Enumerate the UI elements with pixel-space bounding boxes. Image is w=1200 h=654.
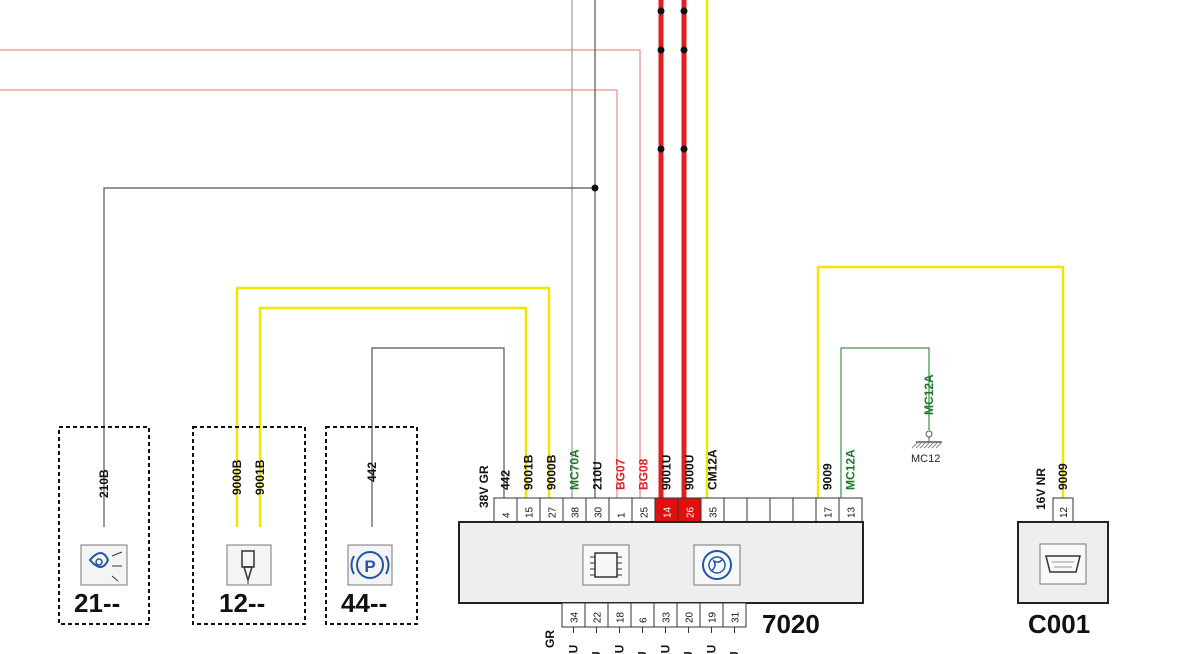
wire-442	[371, 347, 505, 527]
pin-number: 38	[571, 506, 582, 518]
pin-number: 25	[640, 506, 651, 518]
component-id: 21--	[74, 588, 120, 618]
pin-number: 15	[525, 506, 536, 518]
wire-bg07	[0, 89, 618, 498]
junction-dot	[680, 145, 688, 153]
pin-number: 31	[731, 611, 742, 623]
junction-dot	[657, 7, 665, 15]
component-44-outline	[325, 426, 418, 625]
wire-9009	[816, 265, 1065, 498]
wire-label-210b: 210B	[97, 469, 111, 498]
ecu-bottom-connector-label: GR	[543, 630, 557, 648]
pin-cell	[746, 497, 771, 523]
pin-number: 6	[639, 617, 650, 623]
ecu-top-connector-label: 38V GR	[477, 465, 491, 508]
wire-label: U	[590, 651, 604, 654]
wire-9001b	[258, 306, 528, 527]
junction-dot	[680, 7, 688, 15]
wire-label-mc12a: MC12A	[922, 374, 936, 415]
pin-cell	[792, 497, 817, 523]
wire-label-9001b: 9001B	[253, 459, 267, 495]
ecu-top-pins: 4 442 15 9001B 27 9000B 38 MC70A 30 210U 1 BG07 25 BG…	[493, 449, 863, 523]
obd-connector-icon	[1039, 543, 1087, 585]
ecu-body	[458, 521, 864, 604]
wire-mc12a	[840, 347, 930, 498]
c001-connector-label: 16V NR	[1034, 468, 1048, 510]
pin-number: 13	[847, 506, 858, 518]
component-id: 7020	[762, 609, 820, 639]
component-21[interactable]: 210B 21--	[58, 426, 150, 625]
wire-label: 210U	[591, 461, 605, 490]
headlamp-icon	[80, 544, 128, 586]
wire-bg08	[0, 49, 641, 498]
wire-label-9009: 9009	[1056, 463, 1070, 490]
injector-icon	[226, 544, 272, 586]
wire-label: 9000B	[545, 454, 559, 490]
wire-label: 2U	[567, 645, 581, 654]
pin-number: 20	[685, 611, 696, 623]
component-44[interactable]: 442 P 44--	[325, 426, 418, 625]
wire-label: 2U	[659, 645, 673, 654]
pin-number: 14	[663, 506, 674, 518]
wire-label: CM12A	[706, 449, 720, 490]
wire-9000b	[235, 286, 551, 527]
pin-number: 35	[709, 506, 720, 518]
ground-hatch-icon	[911, 441, 943, 449]
component-12-outline	[192, 426, 306, 625]
wire-label: 442	[499, 470, 513, 490]
pin-cell	[769, 497, 794, 523]
junction-dot	[657, 145, 665, 153]
junction-dot	[657, 46, 665, 54]
wire-label: 9009	[821, 463, 835, 490]
component-id: C001	[1028, 609, 1090, 639]
wire-label: 9000U	[683, 455, 697, 490]
wire-label: BG07	[614, 458, 628, 490]
wires	[0, 0, 1065, 527]
wire-label: U	[728, 651, 742, 654]
wire-label-9000b: 9000B	[230, 459, 244, 495]
pin-number: 33	[662, 611, 673, 623]
pin-cell	[723, 497, 748, 523]
wire-label: MC70A	[568, 449, 582, 490]
component-id: 44--	[341, 588, 387, 618]
chip-icon	[582, 544, 630, 586]
pin-number: 17	[824, 506, 835, 518]
wire-label: 2U	[705, 645, 719, 654]
component-c001[interactable]: 16V NR 9009 12 C001	[1017, 463, 1109, 639]
component-12[interactable]: 9000B 9001B 12--	[192, 426, 306, 625]
ground-label: MC12	[911, 453, 940, 465]
ecu-7020[interactable]: 38V GR 4 442 15 9001B 27 9000B 38 MC70A 30 210U 1 B…	[458, 449, 864, 654]
svg-text:P: P	[364, 557, 375, 576]
wire-label-442: 442	[365, 462, 379, 482]
component-21-outline	[58, 426, 150, 625]
pin-number: 19	[708, 611, 719, 623]
wire-label: U	[682, 651, 696, 654]
pin-number: 4	[502, 512, 513, 518]
parking-brake-icon: P	[347, 544, 393, 586]
pin-number: 18	[616, 611, 627, 623]
junction-dot	[680, 46, 688, 54]
component-id: 12--	[219, 588, 265, 618]
ecu-bottom-pins: 34 2U 22U 18 2U 6U 33 2U 20U 19 2U 31U	[561, 602, 747, 654]
wire-label: U	[636, 651, 650, 654]
pin-number: 30	[594, 506, 605, 518]
wire-210b	[103, 187, 595, 527]
pin-number: 27	[548, 506, 559, 518]
junction-dot	[591, 184, 599, 192]
wire-label: 2U	[613, 645, 627, 654]
esp-icon	[693, 544, 741, 586]
wire-label: MC12A	[844, 449, 858, 490]
wire-label: 9001U	[660, 455, 674, 490]
pin-number: 26	[686, 506, 697, 518]
ground-mc12: MC12A MC12	[911, 374, 943, 465]
pin-number: 12	[1059, 506, 1070, 518]
wire-label: 9001B	[522, 454, 536, 490]
pin-number: 22	[593, 611, 604, 623]
wire-label: BG08	[637, 458, 651, 490]
pin-number: 1	[617, 512, 628, 518]
pin-number: 34	[570, 611, 581, 623]
